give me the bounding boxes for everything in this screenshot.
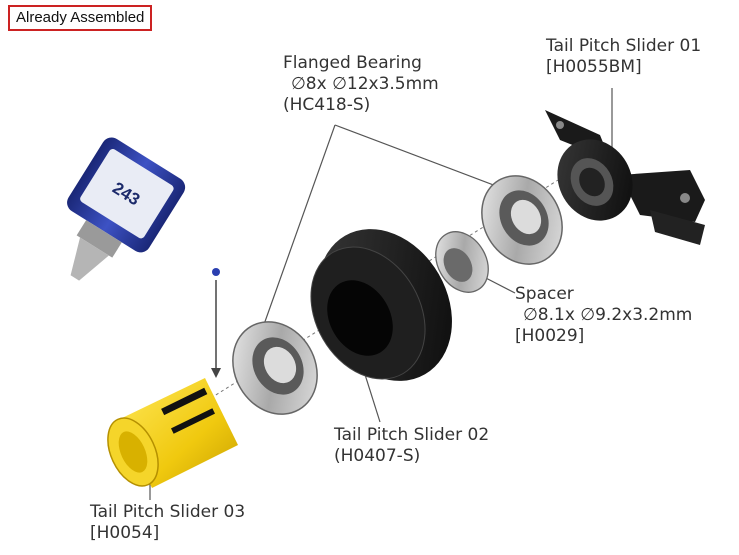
already-assembled-badge: Already Assembled [8, 5, 152, 31]
tail-pitch-slider-01-part [543, 110, 705, 245]
tail-pitch-slider-01-name: Tail Pitch Slider 01 [546, 36, 701, 57]
tail-pitch-slider-02-code: (H0407-S) [334, 446, 489, 467]
threadlocker-bottle-icon: 243 [34, 134, 189, 303]
glue-arrow-head [211, 368, 221, 378]
tail-pitch-slider-03-name: Tail Pitch Slider 03 [90, 502, 245, 523]
tail-pitch-slider-02-name: Tail Pitch Slider 02 [334, 425, 489, 446]
flanged-bearing-name: Flanged Bearing [283, 53, 439, 74]
tail-pitch-slider-01-code: [H0055BM] [546, 57, 701, 78]
label-tail-pitch-slider-01: Tail Pitch Slider 01 [H0055BM] [546, 36, 701, 78]
label-spacer: Spacer ∅8.1x ∅9.2x3.2mm [H0029] [515, 284, 692, 347]
tail-pitch-slider-03-code: [H0054] [90, 523, 245, 544]
label-flanged-bearing: Flanged Bearing ∅8x ∅12x3.5mm (HC418-S) [283, 53, 439, 116]
label-tail-pitch-slider-02: Tail Pitch Slider 02 (H0407-S) [334, 425, 489, 467]
flanged-bearing-spec: ∅8x ∅12x3.5mm [283, 74, 439, 95]
spacer-code: [H0029] [515, 326, 692, 347]
spacer-name: Spacer [515, 284, 692, 305]
glue-drop-icon [212, 268, 220, 276]
tail-pitch-slider-03-part [98, 378, 238, 494]
flanged-bearing-code: (HC418-S) [283, 95, 439, 116]
spacer-spec: ∅8.1x ∅9.2x3.2mm [515, 305, 692, 326]
label-tail-pitch-slider-03: Tail Pitch Slider 03 [H0054] [90, 502, 245, 544]
